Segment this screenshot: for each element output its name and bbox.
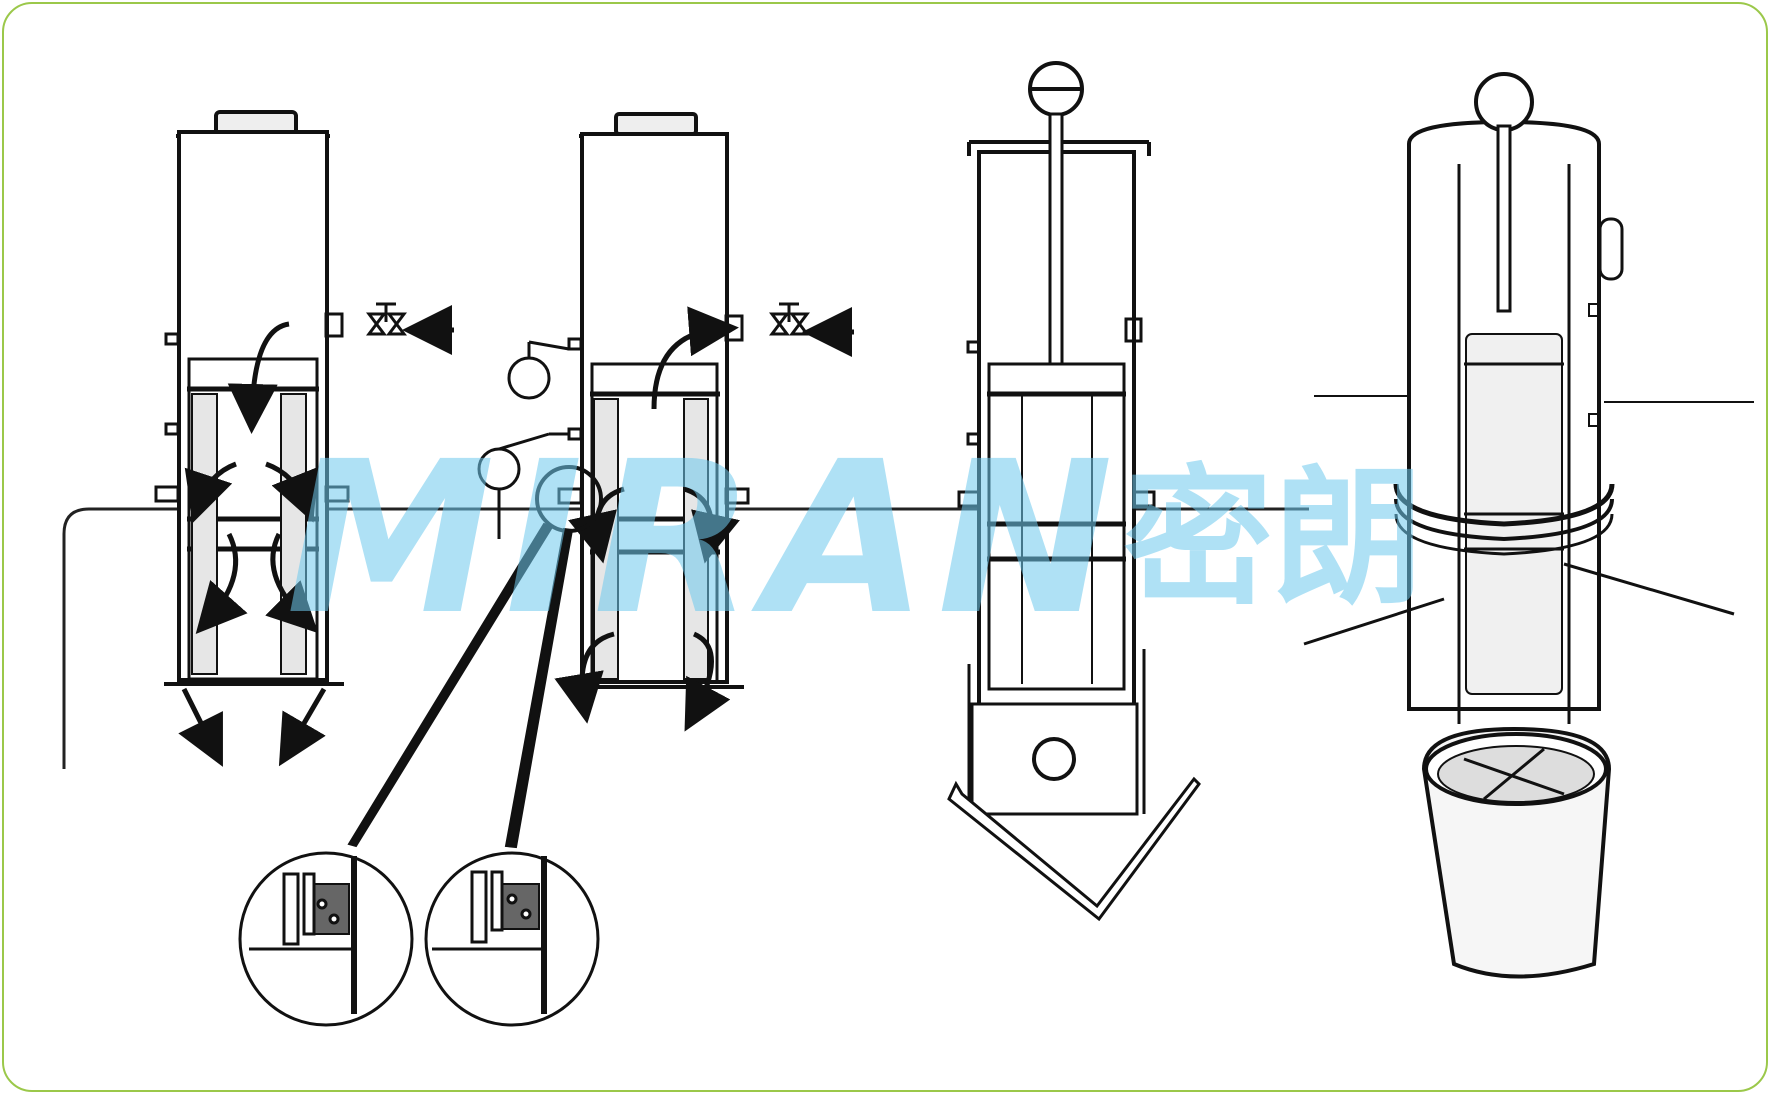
process-pipe — [62, 507, 1309, 769]
gauge-icon — [477, 340, 570, 539]
vessel-2 — [554, 112, 750, 732]
seal-detail-2 — [424, 851, 600, 1027]
seal-detail-1 — [238, 851, 414, 1027]
vessel-4 — [1303, 72, 1754, 979]
filter-operation-diagram — [62, 61, 1754, 1027]
valve-icon — [366, 302, 454, 355]
detail-callout — [347, 465, 603, 849]
vessel-3 — [947, 61, 1201, 922]
valve-icon — [769, 302, 854, 357]
vessel-1 — [154, 110, 350, 767]
